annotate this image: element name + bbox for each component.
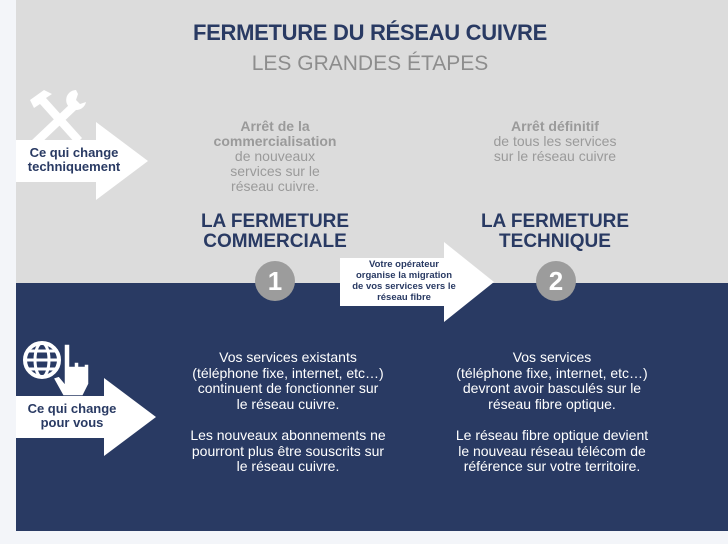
- impact-line: (téléphone fixe, internet, etc…): [192, 364, 384, 381]
- stage-1-impact: Vos services existants (téléphone fixe, …: [168, 349, 408, 475]
- arrow-technical: [16, 122, 148, 200]
- impact-line: pourront plus être souscrits sur: [191, 442, 385, 459]
- stage-1-desc-line: services sur le: [230, 163, 320, 179]
- arrow-migration: [340, 242, 494, 322]
- impact-line: référence sur votre territoire.: [463, 458, 641, 474]
- migration-line: de vos services vers le: [352, 281, 456, 292]
- technical-label-2: techniquement: [27, 159, 121, 174]
- stage-1-title-line: LA FERMETURE: [200, 211, 350, 232]
- stage-2-title-line: TECHNIQUE: [499, 231, 611, 252]
- stage-2-impact: Vos services (téléphone fixe, internet, …: [432, 349, 672, 475]
- migration-line: réseau fibre: [377, 292, 431, 303]
- technical-label-1: Ce qui change: [29, 145, 119, 160]
- impact-line: le réseau cuivre.: [236, 395, 340, 412]
- stage-2-desc-line: sur le réseau cuivre: [493, 148, 617, 164]
- impact-line: (téléphone fixe, internet, etc…): [456, 364, 648, 381]
- stage-1-desc-bold: Arrêt de la: [240, 118, 310, 134]
- impact-line: réseau fibre optique.: [488, 395, 616, 412]
- stage-1-title: LA FERMETURE COMMERCIALE: [190, 212, 360, 252]
- for-you-label-2: pour vous: [40, 415, 104, 430]
- stage-1-number-badge: 1: [255, 261, 295, 301]
- for-you-label-1: Ce qui change: [27, 401, 117, 416]
- globe-touch-icon: [23, 341, 90, 396]
- migration-line: organise la migration: [355, 270, 453, 281]
- stage-1-description: Arrêt de la commercialisation de nouveau…: [190, 119, 360, 194]
- page-subtitle: LES GRANDES ÉTAPES: [251, 52, 489, 75]
- impact-line: le nouveau réseau télécom de: [458, 442, 646, 459]
- impact-line: Le réseau fibre optique devient: [455, 427, 649, 443]
- page-title: FERMETURE DU RÉSEAU CUIVRE: [192, 20, 547, 45]
- stage-2-number-badge: 2: [536, 261, 576, 301]
- stage-1-desc-bold: commercialisation: [213, 133, 337, 149]
- stage-1-desc-line: de nouveaux: [234, 148, 316, 164]
- migration-line: Votre opérateur: [368, 259, 440, 270]
- stage-2-desc-bold: Arrêt définitif: [511, 118, 599, 134]
- impact-line: Vos services: [512, 349, 592, 365]
- impact-line: le réseau cuivre.: [236, 458, 340, 474]
- migration-text: Votre opérateur organise la migration de…: [344, 259, 464, 303]
- impact-line: Les nouveaux abonnements ne: [190, 427, 386, 443]
- impact-line: devront avoir basculés sur le: [462, 380, 642, 396]
- impact-line: continuent de fonctionner sur: [197, 380, 379, 396]
- hammer-wrench-icon: [30, 90, 86, 146]
- stage-2-title-line: LA FERMETURE: [480, 211, 630, 232]
- technical-band: [16, 0, 728, 283]
- impact-line: Vos services existants: [219, 349, 357, 365]
- stage-1-desc-line: réseau cuivre.: [231, 178, 319, 194]
- stage-2-description: Arrêt définitif de tous les services sur…: [470, 119, 640, 164]
- stage-2-title: LA FERMETURE TECHNIQUE: [470, 212, 640, 252]
- arrow-for-you: [16, 378, 156, 456]
- stage-2-desc-line: de tous les services: [493, 133, 617, 149]
- stage-1-title-line: COMMERCIALE: [203, 231, 347, 252]
